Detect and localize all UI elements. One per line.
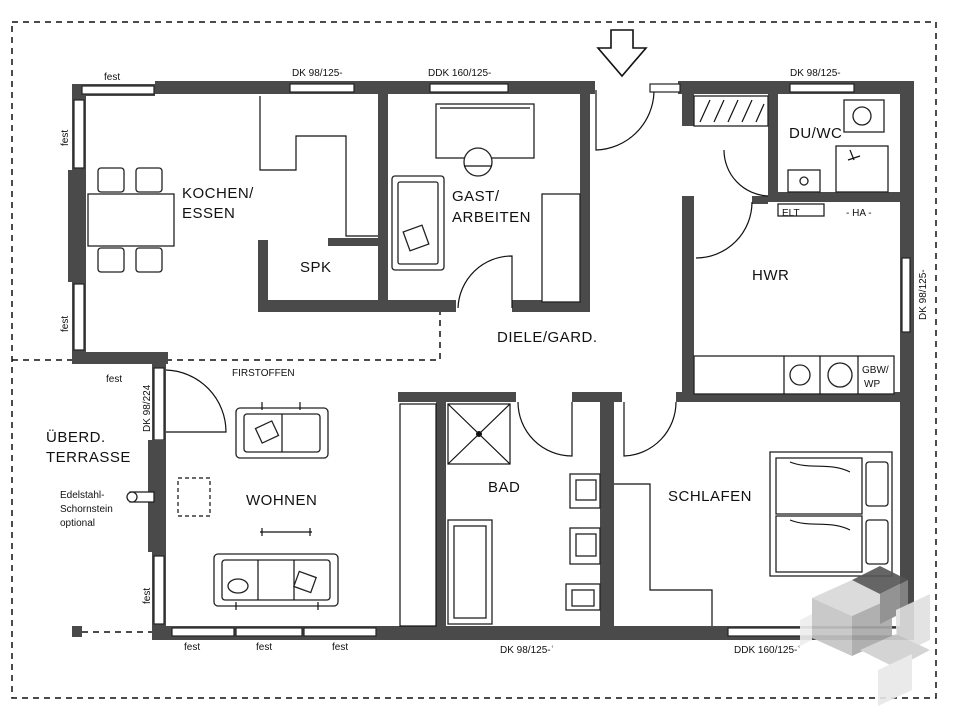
- utility-room-furniture: [693, 203, 895, 395]
- label-dk-bottom: DK 98/125-ʿ: [500, 644, 554, 656]
- label-dk-top-2: DK 98/125-: [790, 68, 841, 79]
- window-labels: fest DK 98/125- DDK 160/125- DK 98/125- …: [60, 68, 929, 656]
- terrace-post: [72, 626, 82, 637]
- door-swings: [165, 90, 769, 457]
- label-dk-98-224: DK 98/224: [142, 384, 153, 432]
- label-fest-bottom-1: fest: [184, 642, 200, 653]
- label-dk-right: DK 98/125-: [918, 269, 929, 320]
- label-edelstahl-2: Schornstein: [60, 504, 113, 515]
- room-label-terrasse-2: TERRASSE: [46, 449, 131, 466]
- label-fest-kitchen-bottom: fest: [106, 374, 122, 385]
- room-labels: KOCHEN/ ESSEN SPK GAST/ ARBEITEN DU/WC H…: [46, 125, 842, 509]
- bathroom-furniture: [399, 403, 601, 627]
- label-ha: - HA -: [846, 208, 872, 219]
- label-fest-top: fest: [104, 72, 120, 83]
- label-dk-top-1: DK 98/125-: [292, 68, 343, 79]
- label-wp: WP: [864, 379, 880, 390]
- label-ddk-top: DDK 160/125-: [428, 68, 491, 79]
- room-label-schlafen: SCHLAFEN: [668, 488, 752, 505]
- room-label-spk: SPK: [300, 259, 332, 276]
- entrance-arrow-icon: [596, 29, 648, 78]
- label-elt: ELT: [782, 208, 800, 219]
- bathroom-wc-furniture: [693, 95, 889, 193]
- bedroom-furniture: [614, 451, 893, 626]
- room-label-terrasse-1: ÜBERD.: [46, 428, 106, 446]
- interior-walls: [258, 86, 904, 640]
- label-fest-left-2: fest: [60, 316, 71, 332]
- chimney-outline: [177, 477, 211, 517]
- label-edelstahl-1: Edelstahl-: [60, 490, 104, 501]
- room-label-duwc: DU/WC: [789, 125, 842, 142]
- room-label-diele: DIELE/GARD.: [497, 329, 598, 346]
- watermark-logo: [800, 566, 930, 706]
- room-label-gast-2: ARBEITEN: [452, 209, 531, 226]
- label-ddk-bottom: DDK 160/125-ʿ: [734, 644, 801, 656]
- room-label-gast-1: GAST/: [452, 188, 500, 205]
- room-label-kochen-1: KOCHEN/: [182, 185, 254, 202]
- label-edelstahl-3: optional: [60, 518, 95, 529]
- label-fest-bottom-3: fest: [332, 642, 348, 653]
- room-label-hwr: HWR: [752, 267, 789, 284]
- room-label-kochen-2: ESSEN: [182, 205, 235, 222]
- label-fest-living-left: fest: [142, 588, 153, 604]
- room-label-bad: BAD: [488, 479, 520, 496]
- guest-room-furniture: [391, 103, 581, 303]
- room-label-wohnen: WOHNEN: [246, 492, 317, 509]
- label-firstoffen: FIRSTOFFEN: [232, 368, 295, 379]
- label-fest-bottom-2: fest: [256, 642, 272, 653]
- label-fest-left-1: fest: [60, 130, 71, 146]
- living-room-furniture: [126, 402, 339, 610]
- kitchen-furniture: [87, 96, 378, 273]
- label-gbw: GBW/: [862, 365, 889, 376]
